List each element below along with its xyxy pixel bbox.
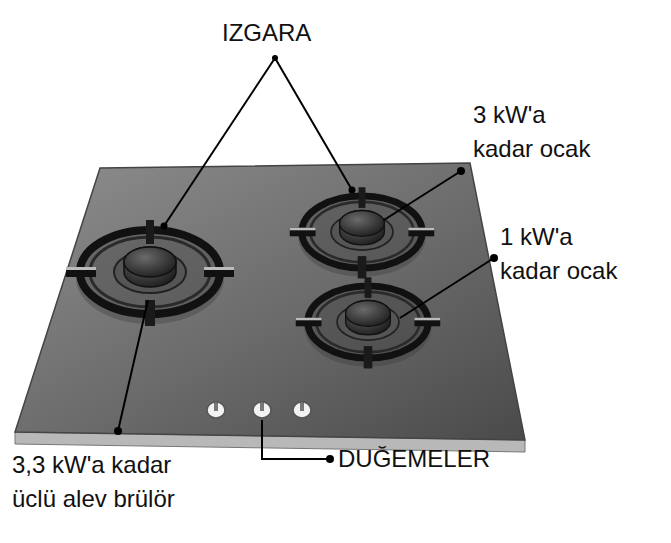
part-label: 3 kW'a kadar ocak bbox=[473, 98, 611, 165]
part-label: IZGARA bbox=[222, 16, 362, 50]
part-label: DUĞEMELER bbox=[338, 442, 538, 476]
part-label: 3,3 kW'a kadar üclü alev brülör bbox=[12, 448, 212, 515]
part-label: 1 kW'a kadar ocak bbox=[500, 220, 638, 287]
